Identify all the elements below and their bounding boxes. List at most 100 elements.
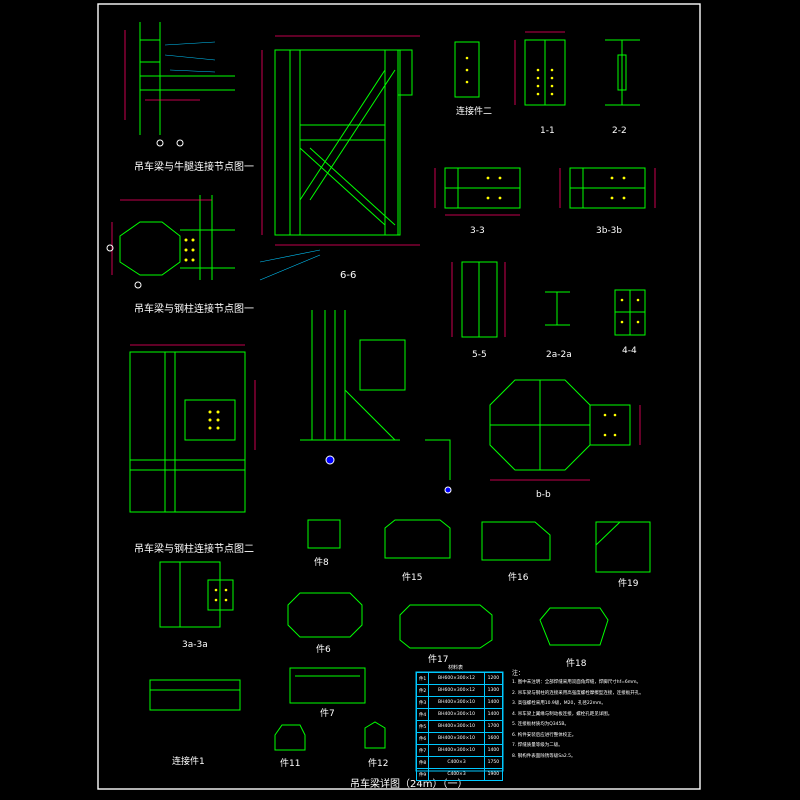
section-6-6-dims — [261, 35, 420, 246]
node-detail-2-dims — [111, 199, 212, 275]
marker-circle — [325, 455, 335, 465]
part-19-shape — [595, 521, 651, 573]
caption-part-19: 件19 — [618, 579, 639, 589]
caption-part-7: 件7 — [320, 709, 335, 719]
caption-section-4-4: 4-4 — [622, 346, 637, 356]
part-12-shape — [364, 721, 386, 749]
node-detail-2 — [119, 195, 235, 280]
note-line: 1. 图中未注明：全部焊缝采用双面角焊缝，焊脚尺寸hf=6mm。 — [512, 680, 642, 685]
connection-piece-2 — [454, 41, 480, 98]
caption-node-detail-1: 吊车梁与牛腿连接节点图一 — [134, 162, 254, 173]
caption-part-15: 件15 — [402, 573, 423, 583]
note-line: 4. 吊车梁上翼缘与制动板连接，螺栓孔距见详图。 — [512, 711, 613, 717]
caption-connection-1: 连接件1 — [172, 757, 205, 767]
section-2-2 — [605, 39, 640, 106]
section-3b-3b — [569, 167, 646, 209]
part-6-shape — [287, 592, 363, 638]
node-detail-3-bolts — [208, 410, 220, 430]
section-5-5 — [461, 261, 498, 338]
note-line: 2. 吊车梁与钢柱的连接采用高强度螺栓摩擦型连接，连接板开孔。 — [512, 690, 644, 696]
section-b-b — [489, 379, 631, 471]
part-17-shape — [399, 604, 493, 649]
caption-node-detail-3: 吊车梁与钢柱连接节点图二 — [134, 544, 254, 555]
section-4-4 — [614, 289, 646, 336]
caption-part-17: 件17 — [428, 655, 449, 665]
connection-piece-2-bolts — [465, 56, 469, 84]
drawing-title: 吊车梁详图（24m）（一） — [350, 779, 468, 790]
section-b-b-bolts — [603, 413, 617, 437]
section-3b-3b-dims — [559, 168, 656, 208]
caption-section-3b-3b: 3b-3b — [596, 226, 623, 236]
material-table-title: 材料表 — [448, 665, 464, 671]
part-16-shape — [481, 521, 551, 561]
section-3b-3b-bolts — [610, 176, 626, 200]
caption-section-6-6: 6-6 — [340, 270, 357, 281]
part-3a-detail — [159, 561, 234, 628]
caption-part-6: 件6 — [316, 645, 331, 655]
section-4-4-bolts — [620, 298, 640, 324]
caption-section-2a-2a: 2a-2a — [546, 350, 572, 360]
caption-part-18: 件18 — [566, 659, 587, 669]
section-2a-2a — [545, 291, 570, 326]
section-3-3 — [444, 167, 521, 209]
caption-connection-2: 连接件二 — [456, 107, 493, 117]
stiffener-detail — [425, 439, 451, 480]
section-1-1 — [524, 39, 566, 106]
part-1-shape — [149, 679, 241, 711]
node-detail-3-dims — [130, 344, 256, 450]
part-7-shape — [289, 667, 366, 704]
marker-circle — [176, 139, 184, 147]
marker-circle — [134, 281, 142, 289]
part-15-shape — [384, 519, 451, 559]
caption-part-12: 件12 — [368, 759, 389, 769]
section-5-5-dims — [451, 262, 506, 337]
part-11-shape — [274, 724, 306, 751]
part-18-shape — [539, 607, 609, 646]
note-line: 5. 连接板材质均为Q345B。 — [512, 722, 569, 727]
caption-part-11: 件11 — [280, 759, 301, 769]
caption-section-b-b: b-b — [536, 490, 551, 500]
caption-section-1-1: 1-1 — [540, 126, 555, 136]
notes-heading: 注： — [512, 670, 525, 677]
node-detail-2-bolts — [184, 238, 195, 262]
note-line: 7. 焊缝质量等级为二级。 — [512, 743, 563, 748]
marker-circle — [156, 139, 164, 147]
section-6-6 — [274, 49, 413, 236]
caption-section-3-3: 3-3 — [470, 226, 485, 236]
node-detail-3 — [129, 351, 246, 513]
caption-section-2-2: 2-2 — [612, 126, 627, 136]
caption-part-8: 件8 — [314, 558, 329, 568]
caption-node-detail-2: 吊车梁与钢柱连接节点图一 — [134, 304, 254, 315]
section-3-3-dims — [434, 168, 520, 216]
caption-part-16: 件16 — [508, 573, 529, 583]
part-3a-bolts — [214, 588, 228, 602]
column-elevation — [300, 310, 406, 441]
section-b-b-dims — [490, 405, 641, 481]
border-outer — [97, 3, 701, 790]
marker-circle — [444, 486, 452, 494]
caption-section-3a-3a: 3a-3a — [182, 640, 208, 650]
section-1-1-dims — [514, 31, 565, 105]
marker-circle — [106, 244, 114, 252]
section-1-1-bolts — [536, 68, 554, 96]
note-line: 3. 高强螺栓采用10.9级，M20，孔径22mm。 — [512, 701, 606, 706]
node-detail-1-dims — [124, 30, 200, 120]
section-6-6-leaders — [259, 249, 321, 281]
node-detail-1 — [139, 22, 235, 135]
note-line: 8. 钢构件表面除锈等级Sa2.5。 — [512, 753, 576, 759]
node-detail-1-leaders — [164, 41, 216, 73]
caption-section-5-5: 5-5 — [472, 350, 487, 360]
notes-block: 1. 图中未注明：全部焊缝采用双面角焊缝，焊脚尺寸hf=6mm。 2. 吊车梁与… — [512, 678, 672, 762]
part-8-shape — [307, 519, 341, 549]
